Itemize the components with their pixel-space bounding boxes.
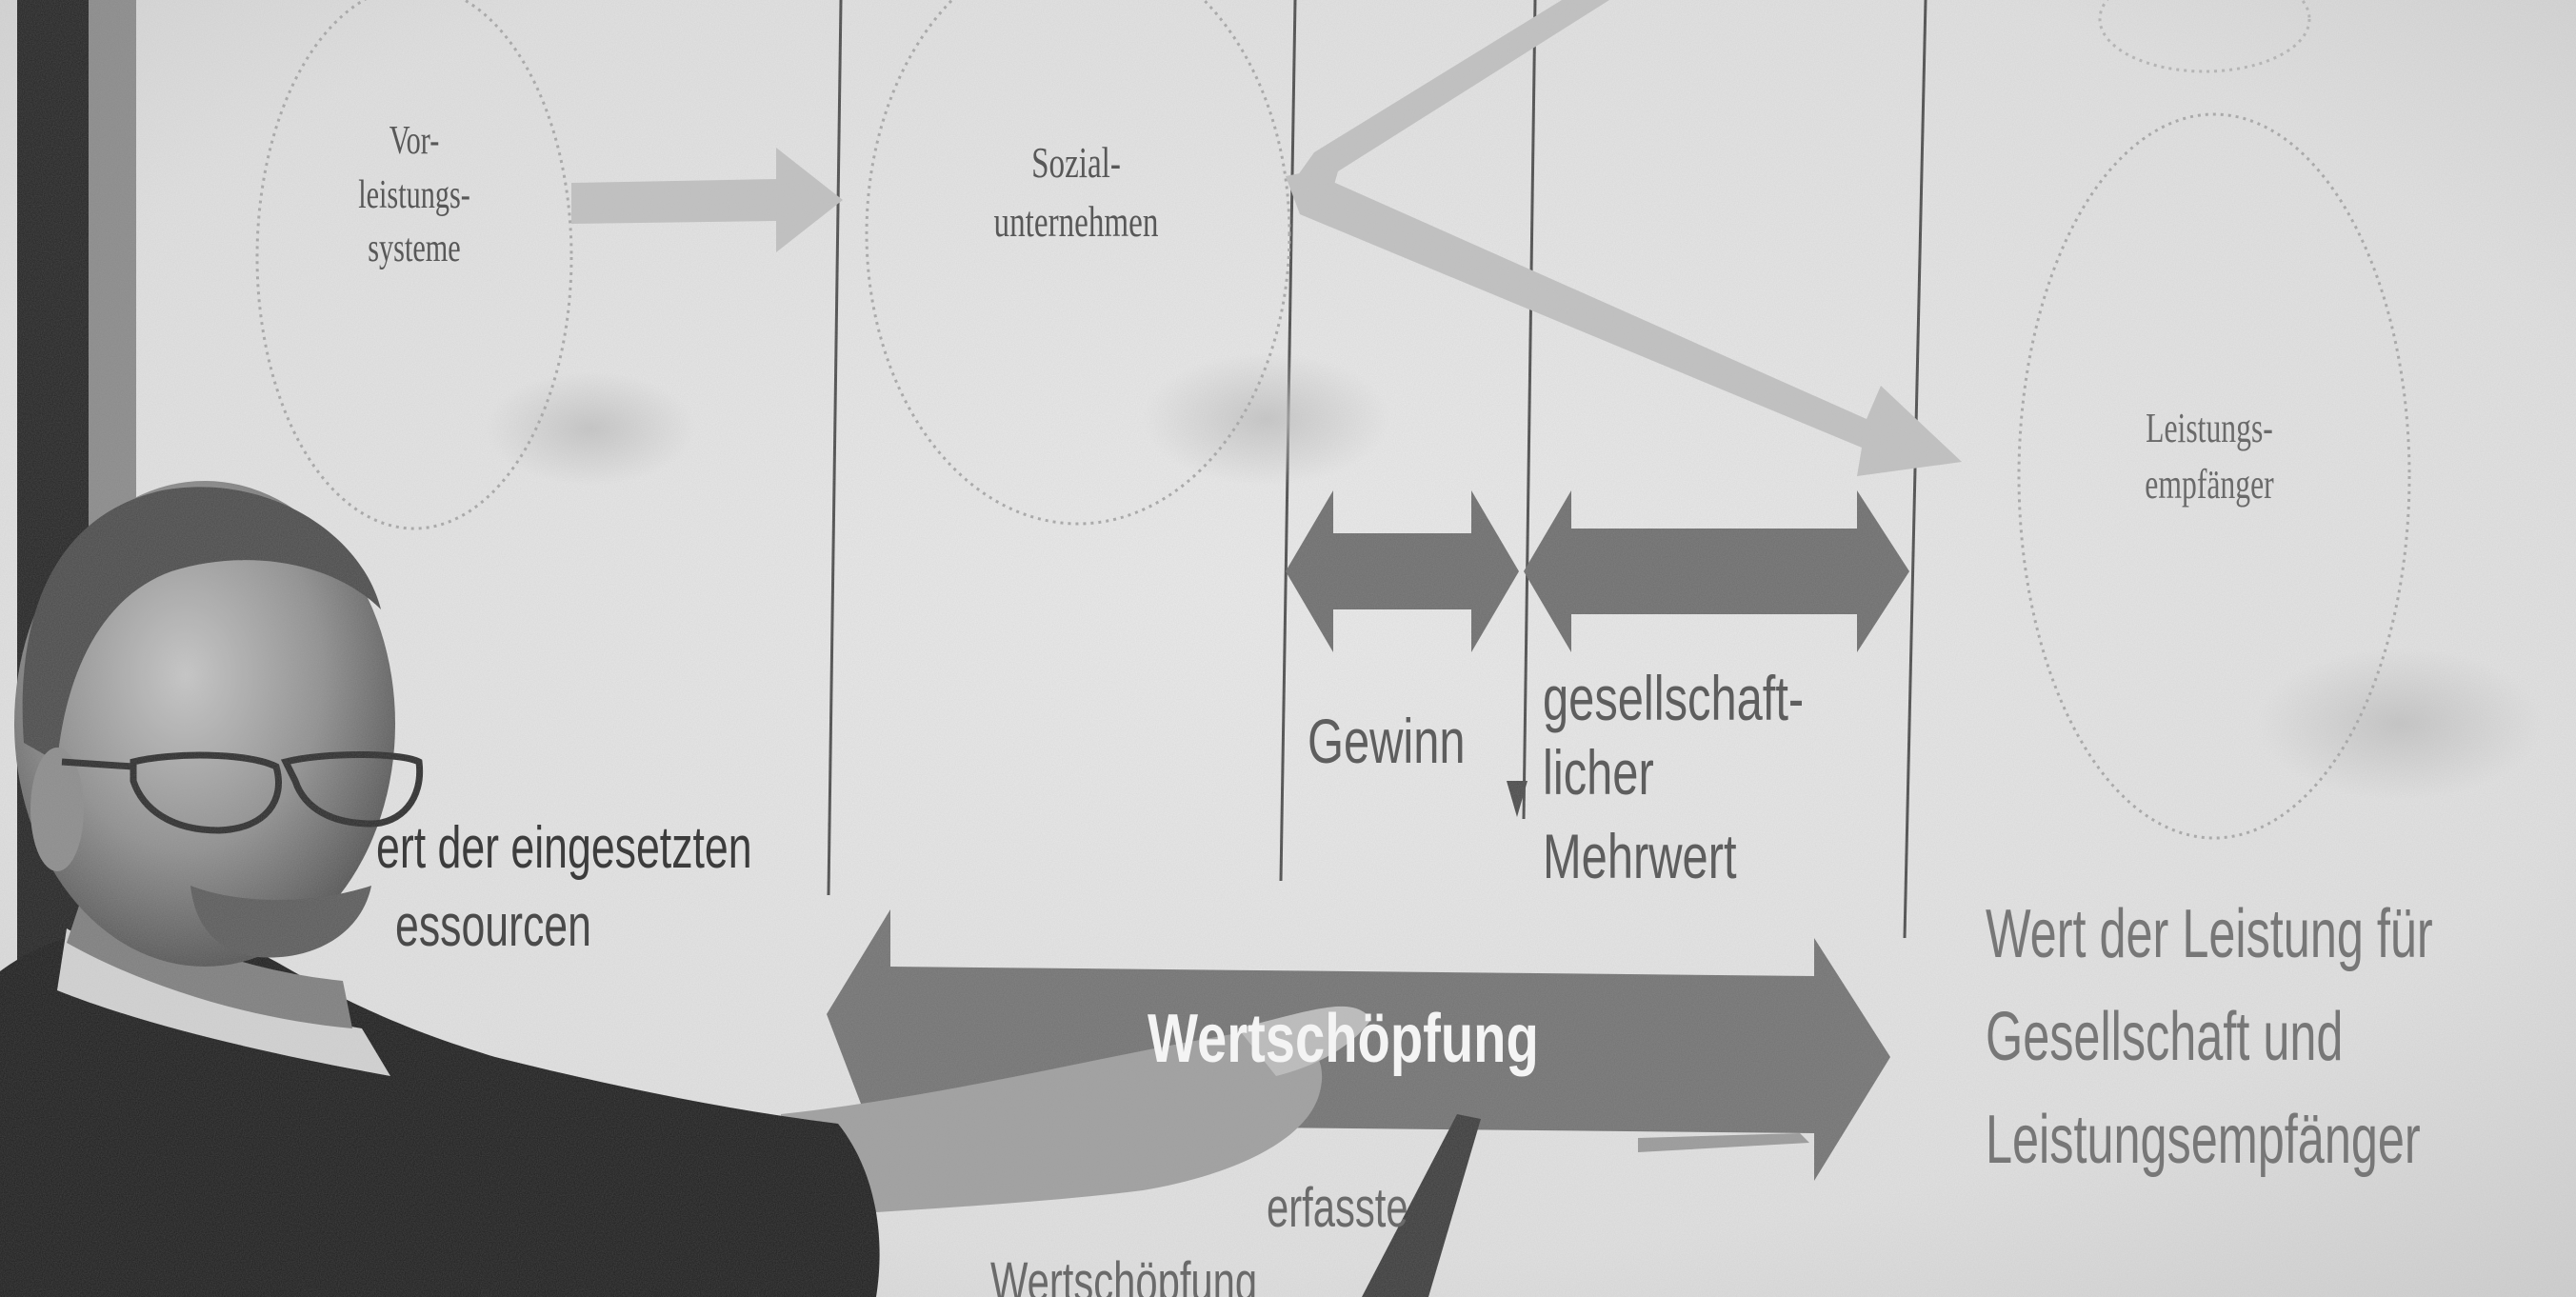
ressourcen-line: ert der eingesetzten <box>376 815 752 881</box>
node-label-line: Leistungs- <box>2146 405 2273 451</box>
node-label-line: leistungs- <box>358 172 470 217</box>
node-label-line: Vor- <box>389 119 440 163</box>
mehrwert-line: gesellschaft- <box>1543 663 1805 733</box>
gewinn-label: Gewinn <box>1308 706 1466 776</box>
erfasste-line-2: Wertschöpfung <box>990 1251 1258 1297</box>
node-label-leistungsempfaenger: Leistungs- empfänger <box>2072 400 2346 513</box>
node-label-line: Sozial- <box>1031 138 1121 187</box>
node-label-sozialunternehmen: Sozial- unternehmen <box>939 133 1213 251</box>
node-label-line: unternehmen <box>993 197 1159 247</box>
wert-leistung-line: Wert der Leistung für <box>1986 896 2433 972</box>
node-label-line: empfänger <box>2145 461 2274 509</box>
wert-leistung-label: Wert der Leistung für Gesellschaft und L… <box>1986 900 2576 1174</box>
wert-leistung-line: Gesellschaft und <box>1986 999 2344 1075</box>
mehrwert-label: gesellschaft- licher Mehrwert <box>1543 667 1896 888</box>
node-label-line: systeme <box>368 227 461 271</box>
node-label-vorleistungssysteme: Vor- leistungs- systeme <box>301 114 528 276</box>
erfasste-line: erfasste <box>1267 1177 1408 1239</box>
ressourcen-line: essourcen <box>395 893 591 959</box>
wertschoepfung-label: Wertschöpfung <box>1148 1001 1539 1077</box>
mehrwert-line: licher <box>1543 737 1654 808</box>
ressourcen-label: ert der eingesetzten essourcen <box>376 819 898 956</box>
wert-leistung-line: Leistungsempfänger <box>1986 1102 2421 1178</box>
erfasste-label: erfasste <box>1267 1181 1463 1247</box>
mehrwert-line: Mehrwert <box>1543 821 1737 891</box>
